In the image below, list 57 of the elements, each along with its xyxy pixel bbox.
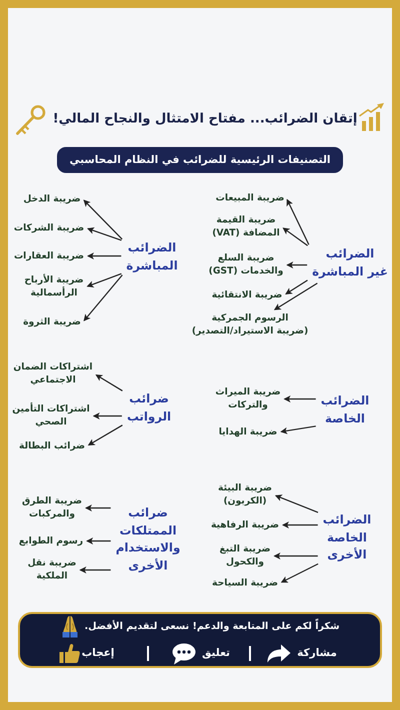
- arrow: [86, 273, 122, 288]
- arrow: [84, 504, 111, 512]
- tax-item: ضريبة السياحة: [210, 575, 280, 591]
- arrow: [83, 200, 123, 240]
- arrow: [274, 282, 318, 310]
- tax-item: ضريبة نقل الملكية: [26, 556, 78, 584]
- category-heading: ضرائب الرواتب: [124, 389, 174, 427]
- like-label: إعجاب: [82, 647, 114, 661]
- tax-item: ضريبة الشركات: [12, 220, 86, 236]
- comment-label: تعليق: [202, 647, 230, 661]
- footer-panel: [18, 612, 382, 668]
- arrow: [280, 426, 316, 434]
- tax-item: ضريبة الهدايا: [216, 424, 280, 440]
- arrow: [280, 563, 318, 583]
- arrow: [86, 538, 111, 544]
- category-heading: الضرائب الخاصة الأخرى: [320, 510, 374, 566]
- tax-item: رسوم الطوابع: [16, 533, 86, 549]
- tax-item: ضريبة السلع والخدمات (GST): [206, 250, 286, 280]
- title-band: التصنيفات الرئيسية للضرائب في النظام المحاسبي: [57, 147, 343, 173]
- tax-item: ضريبة البيئة (الكربون): [216, 480, 274, 510]
- tax-item: ضريبة الرفاهية: [208, 517, 282, 533]
- arrow: [273, 552, 318, 560]
- title: إتقان الضرائب... مفتاح الامتثال والنجاح المالي!: [52, 112, 358, 126]
- category-heading: الضرائب غير المباشرة: [310, 244, 390, 282]
- tax-item: ضريبة الانتقائية: [210, 287, 284, 303]
- arrow: [79, 566, 111, 574]
- arrow: [286, 262, 308, 268]
- arrow: [282, 228, 308, 246]
- tax-item: ضريبة الدخل: [21, 191, 83, 207]
- tax-item: ضريبة الثروة: [21, 314, 83, 330]
- share-label: مشاركة: [297, 647, 337, 661]
- tax-item: ضريبة الأرباح الرأسمالية: [22, 272, 86, 302]
- tax-item: اشتراكات التأمين الصحي: [10, 402, 92, 430]
- arrow: [284, 396, 316, 402]
- arrow: [285, 280, 308, 294]
- tax-item: ضريبة العقارات: [12, 248, 86, 264]
- thanks-message: شكراً لكم على المتابعة والدعم! نسعى لتقديم الأفضل.: [84, 620, 340, 634]
- arrow: [86, 252, 122, 260]
- tax-item: ضرائب البطالة: [17, 438, 87, 454]
- tax-item: ضريبة القيمة المضافة (VAT): [210, 212, 282, 242]
- tax-item: اشتراكات الضمان الاجتماعي: [11, 360, 95, 388]
- category-heading: ضرائب الممتلكات والاستخدام الأخرى: [114, 504, 182, 576]
- category-heading: الضرائب الخاصة: [318, 391, 372, 429]
- arrow: [88, 424, 123, 446]
- tax-item: الرسوم الجمركية (ضريبة الاستيراد/التصدير): [190, 310, 310, 340]
- tax-item: ضريبة المبيعات: [214, 190, 286, 206]
- arrow: [95, 374, 123, 392]
- arrow: [92, 412, 122, 420]
- tax-item: ضريبة التبغ والكحول: [218, 542, 272, 570]
- arrow: [282, 522, 318, 528]
- tax-item: ضريبة الطرق والمركبات: [20, 494, 84, 522]
- tax-item: ضريبة الميراث والتركات: [213, 384, 283, 414]
- category-heading: الضرائب المباشرة: [124, 238, 180, 276]
- arrow: [87, 227, 122, 241]
- arrow: [286, 198, 310, 245]
- arrow: [84, 274, 123, 322]
- arrow: [274, 494, 318, 513]
